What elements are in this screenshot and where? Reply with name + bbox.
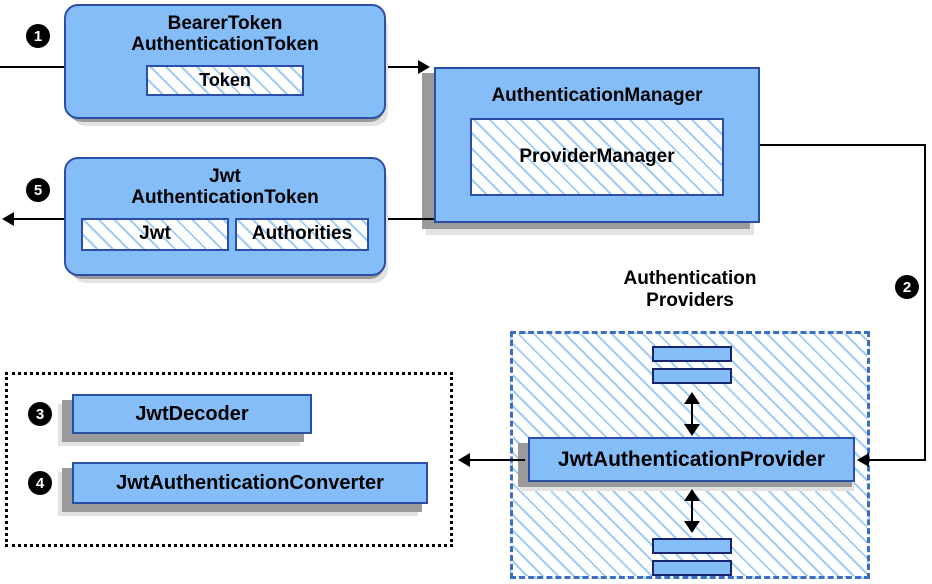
connector-response-out — [14, 218, 64, 220]
inner-field-token: Token — [146, 64, 304, 96]
arrowhead-response-out — [2, 212, 14, 226]
connector-provider-bottom — [691, 495, 693, 527]
inner-field-row: Jwt Authorities — [81, 217, 369, 251]
connector-manager-right — [758, 144, 926, 146]
inner-field-label: Authorities — [251, 223, 353, 245]
node-jwt-decoder[interactable]: JwtDecoder — [72, 394, 312, 434]
node-title: JwtAuthenticationConverter — [116, 471, 384, 494]
node-title: JwtDecoder — [135, 402, 249, 425]
connector-right-down — [924, 144, 926, 460]
inner-field-label: Token — [199, 69, 251, 90]
arrowhead-to-manager — [418, 60, 430, 74]
marker-3: 3 — [28, 402, 52, 426]
connector-request-in — [0, 66, 64, 68]
connector-into-provider — [869, 459, 926, 461]
inner-field-label: ProviderManager — [519, 146, 675, 168]
zone-label-authentication-providers: Authentication Providers — [623, 268, 757, 311]
placeholder-bar-bottom-1 — [652, 538, 732, 554]
node-jwt-authentication-token[interactable]: Jwt AuthenticationToken Jwt Authorities — [64, 157, 386, 276]
inner-field-label: Jwt — [139, 223, 171, 245]
node-title: JwtAuthenticationProvider — [557, 447, 826, 471]
arrowhead-to-components — [458, 453, 470, 467]
arrowhead-provider-up — [684, 392, 700, 404]
node-jwt-authentication-converter[interactable]: JwtAuthenticationConverter — [72, 462, 428, 504]
marker-1: 1 — [26, 24, 50, 48]
placeholder-bar-bottom-2 — [652, 560, 732, 576]
marker-5: 5 — [26, 178, 50, 202]
node-title: AuthenticationManager — [491, 85, 703, 106]
node-title: Jwt AuthenticationToken — [131, 166, 319, 209]
connector-manager-to-jwt-token — [388, 218, 434, 220]
arrowhead-provider-down — [684, 521, 700, 533]
connector-provider-top — [691, 398, 693, 430]
node-jwt-authentication-provider[interactable]: JwtAuthenticationProvider — [528, 437, 855, 482]
arrowhead-provider-up-bottom — [684, 489, 700, 501]
inner-field-jwt: Jwt — [81, 217, 229, 251]
connector-bearer-to-manager — [388, 66, 424, 68]
marker-2: 2 — [895, 275, 919, 299]
arrowhead-provider-down-top — [684, 424, 700, 436]
inner-field-provider-manager: ProviderManager — [470, 118, 724, 197]
marker-4: 4 — [28, 471, 52, 495]
placeholder-bar-top-1 — [652, 346, 732, 362]
node-title: BearerToken AuthenticationToken — [131, 13, 319, 56]
connector-provider-to-components — [470, 459, 525, 461]
arrowhead-to-provider — [857, 453, 869, 467]
node-bearer-token-authentication-token[interactable]: BearerToken AuthenticationToken Token — [64, 4, 386, 119]
placeholder-bar-top-2 — [652, 368, 732, 384]
inner-field-authorities: Authorities — [235, 217, 369, 251]
node-authentication-manager[interactable]: AuthenticationManager ProviderManager — [434, 67, 760, 223]
